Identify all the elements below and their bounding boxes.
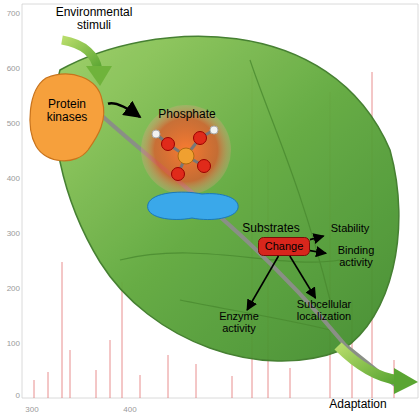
effect-text: Enzyme activity (212, 310, 266, 338)
axis-tick: 300 (20, 406, 44, 415)
node-label: Change (258, 240, 310, 252)
node-label: Subcellular localization (284, 298, 364, 322)
arrow-connector (310, 236, 324, 240)
node-label: Enzyme activity (212, 310, 266, 334)
arrow-connector (290, 256, 316, 298)
axis-tick: 200 (2, 285, 20, 294)
axis-tick: 0 (2, 392, 20, 401)
axis-tick: 500 (2, 120, 20, 129)
substrate-blob-outline (142, 190, 242, 222)
axis-tick: 100 (2, 340, 20, 349)
effect-text: Binding activity (326, 244, 386, 272)
axis-tick: 300 (2, 230, 20, 239)
midrib (90, 105, 395, 385)
arrow-connector (108, 103, 140, 117)
leaf-veins (120, 60, 340, 330)
axis-tick: 700 (2, 10, 20, 19)
effect-text: Stability (322, 222, 378, 236)
axis-tick: 600 (2, 65, 20, 74)
arrow-connector (310, 251, 326, 254)
node-label: Substrates (236, 222, 306, 235)
node-label: Phosphate (152, 108, 222, 121)
stimulus-label: Environmental stimuli (46, 6, 142, 32)
node-label: Binding activity (326, 244, 386, 268)
axis-tick: 400 (118, 406, 142, 415)
phosphate-sphere: Phosphate (140, 104, 232, 196)
change-box: Change (258, 237, 310, 256)
node-label: Stability (322, 222, 378, 234)
spectrum-axes (22, 4, 418, 398)
adaptation-label: Adaptation (318, 398, 398, 411)
kinase-blob: Protein kinases (26, 70, 108, 164)
arrow-connector (247, 256, 278, 310)
leaf (55, 36, 399, 361)
axis-tick: 400 (2, 175, 20, 184)
adaptation-arrow (338, 346, 418, 394)
effect-text: Subcellular localization (284, 298, 364, 326)
substrate-blob: Substrates (142, 190, 242, 222)
node-label: Protein kinases (37, 98, 97, 124)
